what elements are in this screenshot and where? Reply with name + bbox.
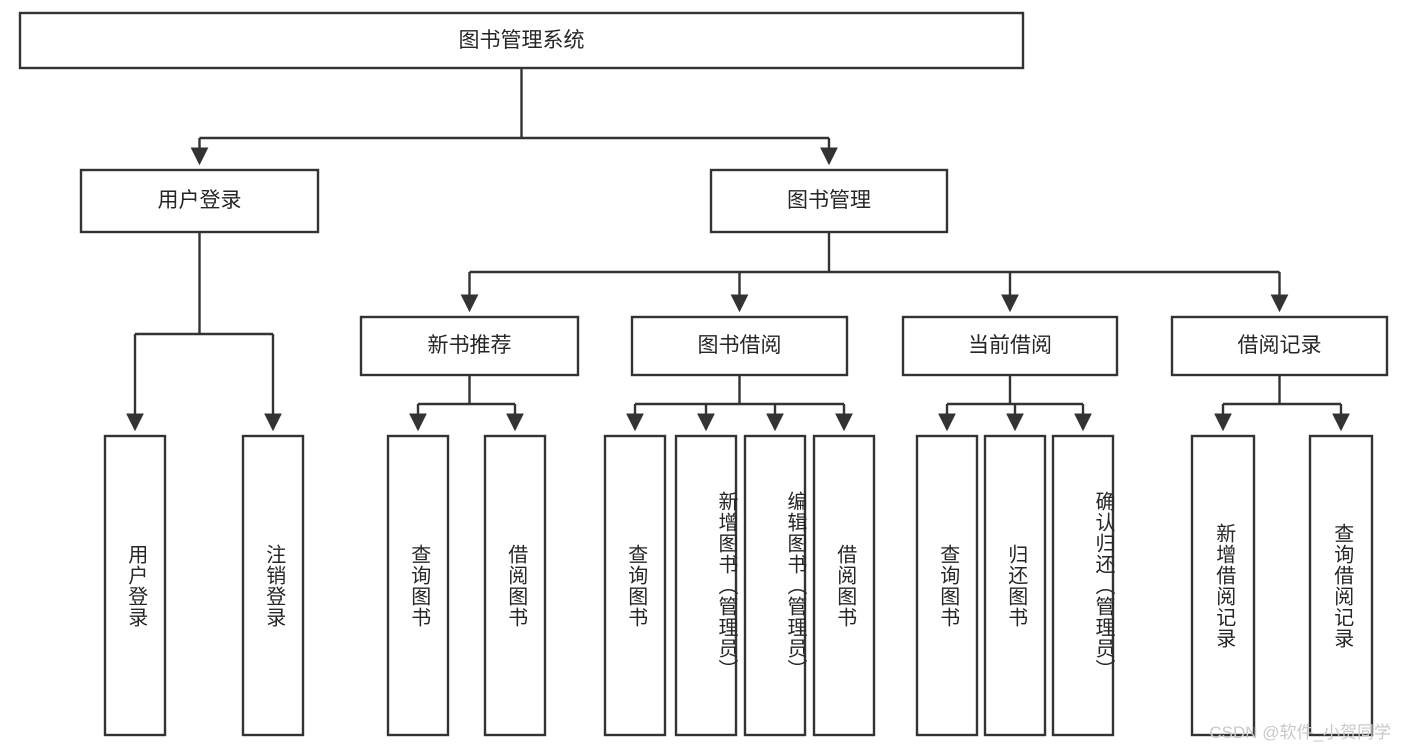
node-book-borrow[interactable]: 图书借阅: [630, 315, 849, 377]
connectors: [126, 68, 1350, 432]
node-new-book-recommend-box: [359, 315, 580, 377]
node-borrow-record[interactable]: 借阅记录: [1170, 315, 1389, 377]
leaf-box-logout[interactable]: [241, 434, 305, 737]
node-new-book-recommend[interactable]: 新书推荐: [359, 315, 580, 377]
csdn-watermark: CSDN @软件_小贺同学: [1209, 723, 1391, 742]
node-current-borrow-box: [901, 315, 1119, 377]
leaf-box-borrow-book-bb[interactable]: [812, 434, 876, 737]
node-root[interactable]: 图书管理系统: [18, 11, 1025, 70]
leaf-box-user-login[interactable]: [103, 434, 167, 737]
node-book-management-label: 图书管理: [787, 189, 871, 212]
node-current-borrow-label: 当前借阅: [968, 334, 1052, 357]
leaf-box-query-book-nbr[interactable]: [386, 434, 450, 737]
leaf-box-return-book[interactable]: [983, 434, 1047, 737]
node-book-management[interactable]: 图书管理: [709, 168, 949, 234]
leaf-box-confirm-return-admin[interactable]: [1051, 434, 1115, 737]
node-book-borrow-label: 图书借阅: [698, 334, 782, 357]
leaf-box-edit-book-admin[interactable]: [743, 434, 807, 737]
node-new-book-recommend-label: 新书推荐: [428, 334, 512, 357]
leaf-box-query-borrow-record[interactable]: [1308, 434, 1374, 737]
leaf-box-query-book-cb[interactable]: [915, 434, 979, 737]
node-book-borrow-box: [630, 315, 849, 377]
node-borrow-record-label: 借阅记录: [1238, 334, 1322, 357]
leaf-box-query-book-bb[interactable]: [603, 434, 667, 737]
node-root-box: [18, 11, 1025, 70]
node-user-login-box: [79, 168, 320, 234]
node-current-borrow[interactable]: 当前借阅: [901, 315, 1119, 377]
node-borrow-record-box: [1170, 315, 1389, 377]
node-book-management-box: [709, 168, 949, 234]
node-root-label: 图书管理系统: [459, 29, 585, 52]
leaf-box-borrow-book-nbr[interactable]: [483, 434, 547, 737]
leaf-boxes: [103, 434, 1374, 737]
node-user-login[interactable]: 用户登录: [79, 168, 320, 234]
leaf-box-add-book-admin[interactable]: [674, 434, 738, 737]
node-user-login-label: 用户登录: [158, 189, 242, 212]
leaf-box-add-borrow-record[interactable]: [1190, 434, 1256, 737]
